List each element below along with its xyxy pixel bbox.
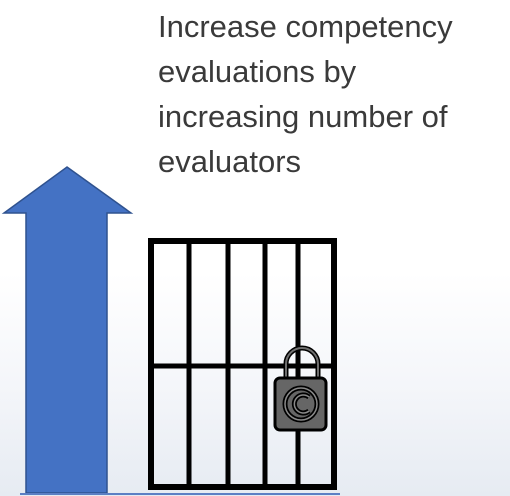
up-arrow-icon	[1, 166, 134, 494]
padlock-icon	[273, 345, 328, 432]
jail-cell-icon	[148, 238, 337, 490]
caption-text: Increase competency evaluations by incre…	[158, 9, 453, 179]
copyright-icon	[282, 385, 320, 423]
